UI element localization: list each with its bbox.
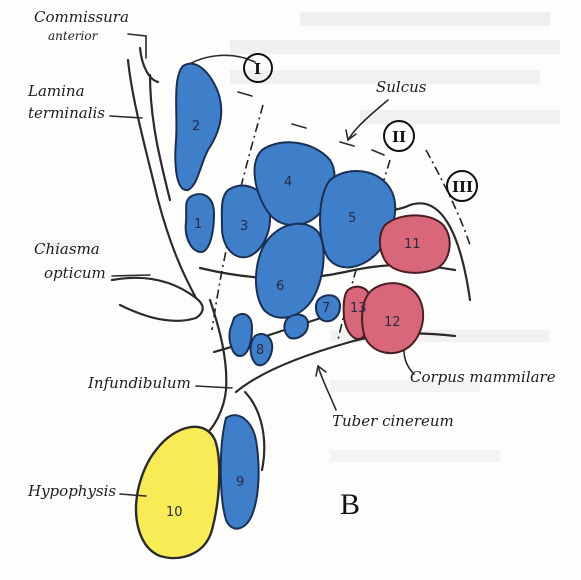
panel-letter: B: [340, 488, 360, 521]
zone-label-3: III: [452, 178, 473, 196]
label-hypophysis: Hypophysis: [27, 482, 116, 500]
top-dash-1: [238, 92, 252, 96]
nucleus-9: [221, 415, 259, 528]
nucleus-label-11: 11: [404, 237, 421, 252]
sulcus-mark: [340, 142, 354, 146]
label-infundibulum: Infundibulum: [87, 374, 191, 392]
label-commissura-line2: anterior: [48, 29, 99, 43]
top-dash-3: [372, 150, 384, 155]
zone-label-1: I: [254, 60, 261, 78]
nucleus-label-8: 8: [256, 343, 264, 358]
nucleus-label-12: 12: [384, 315, 401, 330]
label-commissura-line1: Commissura: [34, 8, 129, 26]
label-tuber-cinereum: Tuber cinereum: [332, 412, 454, 430]
top-dash-2: [292, 124, 306, 128]
nucleus-label-4: 4: [284, 175, 292, 190]
nucleus-label-2: 2: [192, 119, 200, 134]
nucleus-label-10: 10: [166, 505, 183, 520]
nucleus-8a: [229, 314, 252, 356]
nucleus-label-5: 5: [348, 211, 356, 226]
nucleus-label-13: 13: [350, 301, 367, 316]
label-chiasma-line1: Chiasma: [34, 240, 100, 258]
label-lamina-line1: Lamina: [27, 82, 85, 100]
label-sulcus: Sulcus: [376, 78, 427, 96]
infundibulum-stalk-left: [204, 300, 226, 436]
leader-commissura: [128, 34, 146, 58]
nucleus-7a: [284, 315, 308, 339]
nucleus-label-9: 9: [236, 475, 244, 490]
nucleus-label-1: 1: [194, 217, 202, 232]
label-chiasma-line2: opticum: [44, 264, 106, 282]
commissura-curve: [140, 48, 158, 82]
label-lamina-line2: terminalis: [28, 104, 105, 122]
nucleus-label-7: 7: [322, 301, 330, 316]
nucleus-label-6: 6: [276, 279, 284, 294]
leader-chiasma: [112, 275, 150, 276]
hypophysis-lobe-10: [136, 427, 219, 558]
label-corpus-mammilare: Corpus mammilare: [410, 368, 556, 386]
nucleus-label-3: 3: [240, 219, 248, 234]
zone-label-2: II: [392, 128, 406, 146]
